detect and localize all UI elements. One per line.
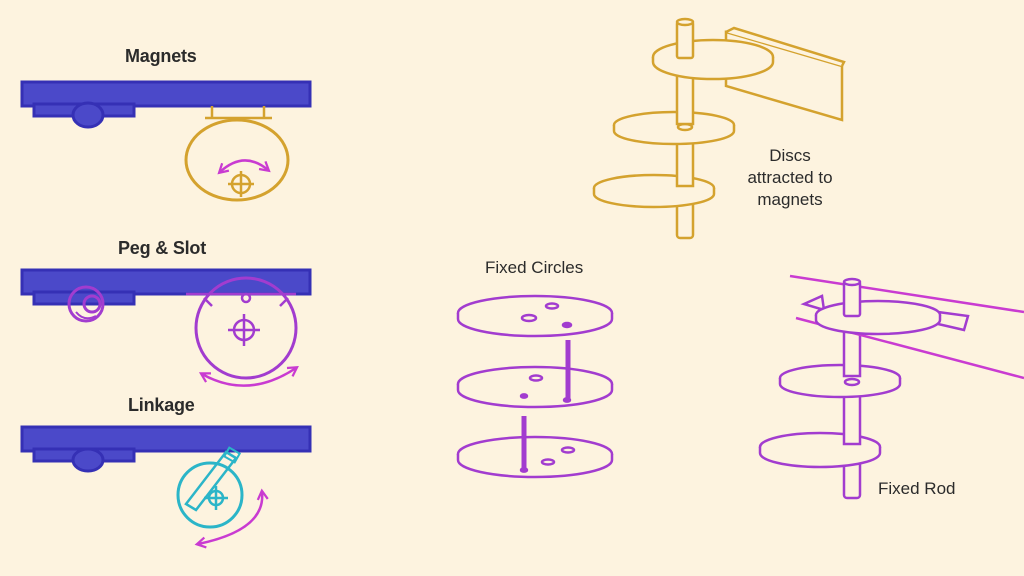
discs-label-line1: Discs xyxy=(769,146,811,165)
fixed-circles-label: Fixed Circles xyxy=(485,258,584,277)
discs-label-line2: attracted to xyxy=(747,168,833,187)
magnets-knob xyxy=(71,101,105,129)
crosshair-icon xyxy=(204,486,228,510)
magnets-label: Magnets xyxy=(125,46,197,66)
magnets-disc xyxy=(184,118,290,202)
magnets-bar xyxy=(20,80,312,108)
magnets-mechanism xyxy=(20,80,312,202)
rotation-arrow-icon xyxy=(194,488,269,549)
linkage-bar xyxy=(20,425,312,453)
linkage-mechanism xyxy=(20,425,312,549)
fixed-rod-label: Fixed Rod xyxy=(878,479,956,498)
linkage-label: Linkage xyxy=(128,395,195,415)
peg-slot-mechanism xyxy=(20,268,312,387)
crosshair-icon xyxy=(228,314,260,346)
magnet-disc-tower xyxy=(592,17,846,240)
fixed-rod-tower xyxy=(758,274,1024,500)
peg-slot-label: Peg & Slot xyxy=(118,238,207,258)
crosshair-icon xyxy=(228,171,254,197)
peg-wheel xyxy=(67,285,105,323)
discs-label-line3: magnets xyxy=(757,190,823,209)
rotation-arrow-icon xyxy=(198,366,299,387)
rotation-arrow-icon xyxy=(217,159,271,175)
discs-label: Discs attracted to magnets xyxy=(738,145,842,211)
linkage-knob xyxy=(71,447,105,473)
fixed-circles-tower xyxy=(456,294,614,479)
